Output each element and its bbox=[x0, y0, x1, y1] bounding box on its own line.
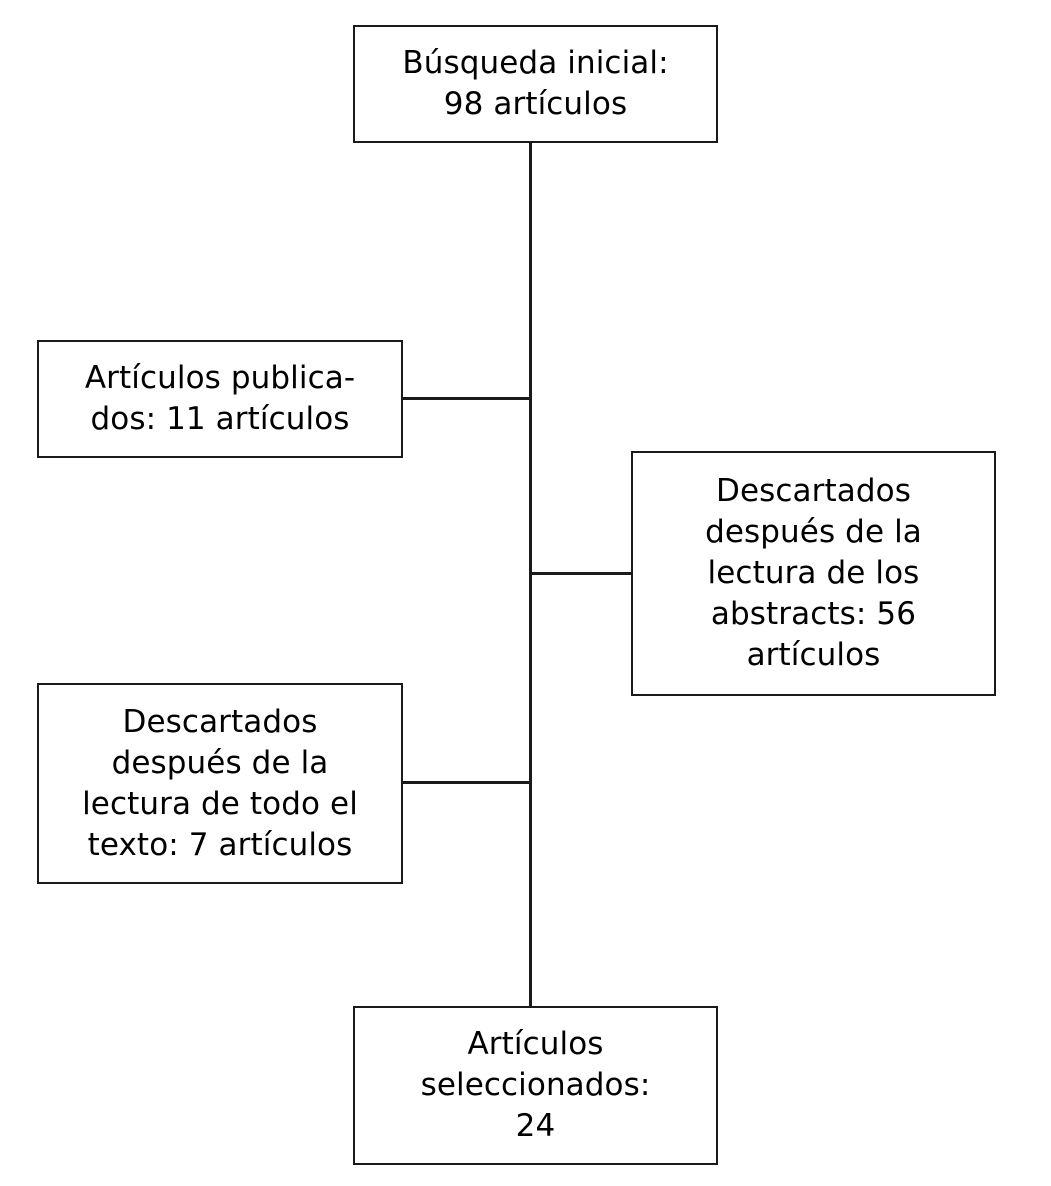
connector-to-published-box bbox=[401, 397, 531, 400]
node-discarded-after-fulltext-label: Descartados después de la lectura de tod… bbox=[82, 703, 358, 863]
node-initial-search-label: Búsqueda inicial: 98 artículos bbox=[402, 45, 669, 122]
node-published-articles-label: Artículos publica- dos: 11 artículos bbox=[84, 360, 356, 437]
node-selected-articles-label: Artículos seleccionados: 24 bbox=[420, 1026, 651, 1144]
connector-to-fulltext-box bbox=[401, 781, 531, 784]
connector-trunk-vertical bbox=[529, 141, 532, 1008]
node-discarded-after-fulltext: Descartados después de la lectura de tod… bbox=[37, 683, 403, 884]
node-published-articles: Artículos publica- dos: 11 artículos bbox=[37, 340, 403, 458]
node-initial-search: Búsqueda inicial: 98 artículos bbox=[353, 25, 718, 143]
node-selected-articles: Artículos seleccionados: 24 bbox=[353, 1006, 718, 1165]
node-discarded-after-abstracts: Descartados después de la lectura de los… bbox=[631, 451, 996, 696]
node-discarded-after-abstracts-label: Descartados después de la lectura de los… bbox=[705, 473, 922, 673]
connector-to-abstracts-box bbox=[529, 572, 633, 575]
